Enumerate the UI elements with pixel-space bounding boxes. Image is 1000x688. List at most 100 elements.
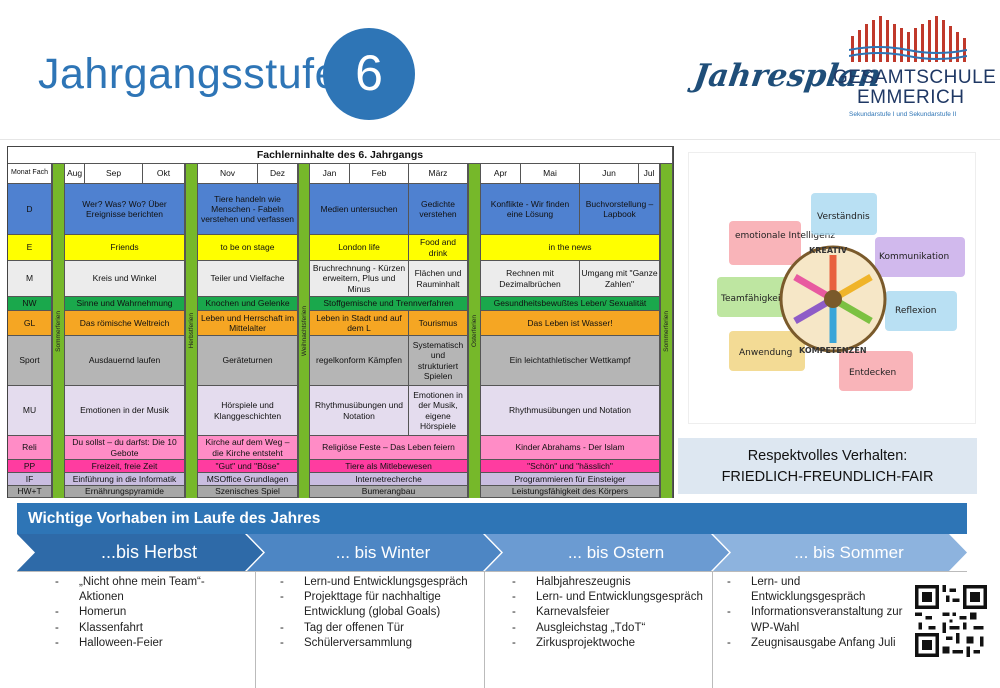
table-cell: Food and drink <box>409 235 468 261</box>
table-cell: regelkonform Kämpfen <box>310 336 409 386</box>
sommer-list: Lern- und Entwicklungsgespräch Informati… <box>727 575 907 651</box>
list-item: „Nicht ohne mein Team“-Aktionen <box>55 575 245 605</box>
table-cell: Geräteturnen <box>198 336 298 386</box>
table-cell: Szenisches Spiel <box>198 486 298 498</box>
ostern-list: Halbjahreszeugnis Lern- und Entwicklungs… <box>512 575 707 651</box>
table-cell: Programmieren für Einsteiger <box>481 473 660 486</box>
school-subtitle: Sekundarstufe I und Sekundarstufe II <box>849 111 957 118</box>
list-item: Lern- und Entwicklungsgespräch <box>512 590 707 605</box>
competence-word: emotionale Intelligenz <box>735 231 835 241</box>
list-item: Homerun <box>55 605 245 620</box>
list-item: Projekttage für nachhaltige Entwicklung … <box>280 590 480 620</box>
subject-d: D <box>8 184 52 235</box>
respect-line2: FRIEDLICH-FREUNDLICH-FAIR <box>721 469 934 485</box>
corner-cell: Monat Fach <box>8 164 52 184</box>
table-cell: Leben in Stadt und auf dem L <box>310 311 409 336</box>
table-cell: Sinne und Wahrnehmung <box>65 297 185 311</box>
table-cell: Emotionen in der Musik <box>65 386 185 436</box>
table-cell: Tourismus <box>409 311 468 336</box>
break-easter: Osterferien <box>468 164 481 498</box>
table-cell: Systematisch und strukturiert Spielen <box>409 336 468 386</box>
table-cell: Bruchrechnung - Kürzen erweitern, Plus u… <box>310 261 409 297</box>
table-cell: Konflikte - Wir finden eine Lösung <box>481 184 580 235</box>
competence-word: Verständnis <box>817 212 870 222</box>
phase-herbst: ...bis Herbst <box>100 542 198 562</box>
month-mai: Mai <box>521 164 580 184</box>
herbst-list: „Nicht ohne mein Team“-Aktionen Homerun … <box>55 575 245 651</box>
competence-word: Reflexion <box>895 306 936 316</box>
phase-ostern: ... bis Ostern <box>567 542 665 562</box>
table-cell: Flächen und Rauminhalt <box>409 261 468 297</box>
competence-word: Teamfähigkeit <box>720 294 784 304</box>
table-cell: Tiere als Mitlebewesen <box>310 460 468 473</box>
break-summer-end: Sommerferien <box>660 164 673 498</box>
competence-wheel-image: emotionale Intelligenz Verständnis Kommu… <box>688 152 976 424</box>
table-cell: Gedichte verstehen <box>409 184 468 235</box>
table-cell: London life <box>310 235 409 261</box>
phase-arrows <box>17 534 967 571</box>
subject-table: Fachlerninhalte des 6. Jahrgangs Monat F… <box>7 146 674 498</box>
month-jun: Jun <box>580 164 639 184</box>
list-item: Zeugnisausgabe Anfang Juli <box>727 636 907 651</box>
phase-sommer: ... bis Sommer <box>794 542 904 562</box>
table-cell: Leben und Herrschaft im Mittelalter <box>198 311 298 336</box>
table-cell: Kinder Abrahams - Der Islam <box>481 436 660 460</box>
list-item: Zirkusprojektwoche <box>512 636 707 651</box>
table-cell: Umgang mit "Ganze Zahlen" <box>580 261 660 297</box>
table-cell: Das Leben ist Wasser! <box>481 311 660 336</box>
competence-word: Entdecken <box>849 368 896 378</box>
competence-wheel-drawing: emotionale Intelligenz Verständnis Kommu… <box>717 193 965 391</box>
table-cell: Buchvorstellung – Lapbook <box>580 184 660 235</box>
table-cell: "Gut" und "Böse" <box>198 460 298 473</box>
subject-mu: MU <box>8 386 52 436</box>
table-cell: Internetrecherche <box>310 473 468 486</box>
grade-badge: 6 <box>323 28 415 120</box>
plans-heading: Wichtige Vorhaben im Laufe des Jahres <box>17 503 967 534</box>
month-jul: Jul <box>639 164 660 184</box>
month-okt: Okt <box>143 164 185 184</box>
wheel-top-label: KREATIV <box>809 246 848 255</box>
list-item: Karnevalsfeier <box>512 605 707 620</box>
table-cell: Tiere handeln wie Menschen - Fabeln vers… <box>198 184 298 235</box>
subject-e: E <box>8 235 52 261</box>
respect-box: Respektvolles Verhalten: FRIEDLICH-FREUN… <box>678 438 977 494</box>
list-item: Tag der offenen Tür <box>280 621 480 636</box>
table-cell: in the news <box>481 235 660 261</box>
table-cell: Kirche auf dem Weg – die Kirche entsteht <box>198 436 298 460</box>
month-feb: Feb <box>350 164 409 184</box>
table-cell: Gesundheitsbewußtes Leben/ Sexualität <box>481 297 660 311</box>
month-maerz: März <box>409 164 468 184</box>
table-cell: Bumerangbau <box>310 486 468 498</box>
header <box>0 0 1000 140</box>
list-item: Schülerversammlung <box>280 636 480 651</box>
list-item: Lern- und Entwicklungsgespräch <box>727 575 907 605</box>
subject-hwt: HW+T <box>8 486 52 498</box>
table-cell: Ein leichtathletischer Wettkampf <box>481 336 660 386</box>
break-summer-start: Sommerferien <box>52 164 65 498</box>
table-cell: Ernährungspyramide <box>65 486 185 498</box>
table-cell: Freizeit, freie Zeit <box>65 460 185 473</box>
subject-sport: Sport <box>8 336 52 386</box>
subject-nw: NW <box>8 297 52 311</box>
table-cell: Leistungsfähigkeit des Körpers <box>481 486 660 498</box>
phase-winter: ... bis Winter <box>335 542 431 562</box>
table-cell: Das römische Weltreich <box>65 311 185 336</box>
subject-gl: GL <box>8 311 52 336</box>
list-item: Klassenfahrt <box>55 621 245 636</box>
competence-word: Kommunikation <box>879 252 949 262</box>
table-cell: Kreis und Winkel <box>65 261 185 297</box>
table-title: Fachlerninhalte des 6. Jahrgangs <box>8 147 673 164</box>
list-item: Halloween-Feier <box>55 636 245 651</box>
list-item: Informationsveranstaltung zur WP-Wahl <box>727 605 907 635</box>
table-cell: Hörspiele und Klanggeschichten <box>198 386 298 436</box>
table-cell: Rechnen mit Dezimalbrüchen <box>481 261 580 297</box>
divider <box>712 571 713 688</box>
respect-line1: Respektvolles Verhalten: <box>747 448 908 464</box>
wheel-icon <box>779 245 887 353</box>
table-cell: Du sollst – du darfst: Die 10 Gebote <box>65 436 185 460</box>
table-cell: Ausdauernd laufen <box>65 336 185 386</box>
divider <box>255 571 256 688</box>
table-cell: Knochen und Gelenke <box>198 297 298 311</box>
qr-code-icon[interactable] <box>915 585 987 657</box>
page-title: Jahrgangsstufe <box>38 50 340 98</box>
